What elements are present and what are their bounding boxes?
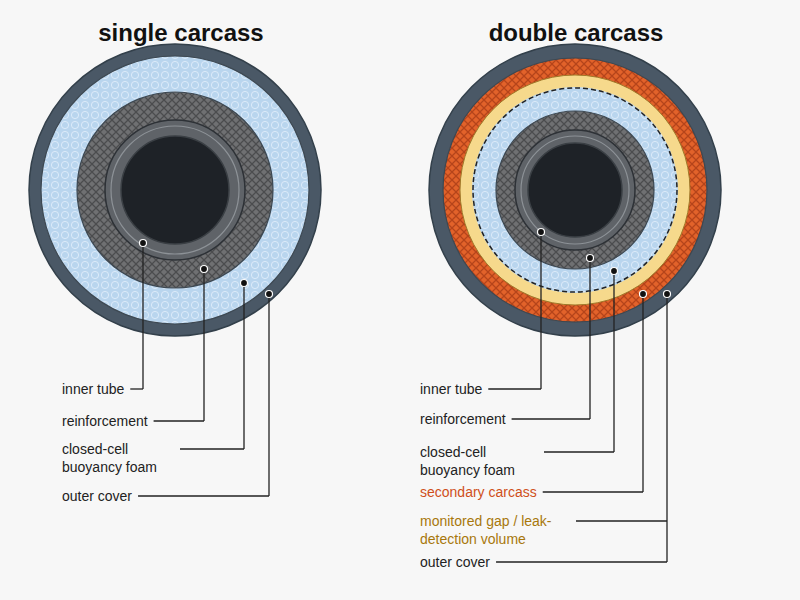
part-label: inner tube: [62, 380, 124, 398]
foam-ring: [472, 87, 678, 293]
outer-cover-ring: [429, 44, 721, 336]
leader-line: [496, 561, 667, 562]
leader-dots: [140, 229, 671, 298]
part-label: secondary carcass: [420, 483, 537, 501]
monitored-gap-ring: [460, 75, 690, 305]
outer-cover-ring: [29, 44, 321, 336]
double-carcass-section: [429, 44, 721, 336]
leader-line: [666, 294, 667, 562]
dashed-boundary: [473, 88, 677, 292]
leader-line: [589, 258, 590, 419]
leader-dot: [664, 291, 671, 298]
leader-line: [576, 520, 667, 521]
leader-line: [488, 388, 541, 389]
single-carcass-section: [29, 44, 321, 336]
foam-ring: [41, 56, 309, 324]
part-label: closed-cell buoyancy foam: [62, 440, 174, 476]
leader-line: [154, 420, 204, 421]
inner-tube-highlight: [111, 126, 239, 254]
leader-dot: [201, 266, 208, 273]
secondary-carcass-ring: [443, 58, 707, 322]
part-label: monitored gap / leak-detection volume: [420, 512, 570, 548]
leader-dot: [587, 255, 594, 262]
inner-tube-ring: [105, 120, 245, 260]
reinforcement-ring: [496, 111, 654, 269]
leader-dot: [266, 291, 273, 298]
section-heading: single carcass: [98, 18, 263, 48]
leader-line: [203, 269, 204, 421]
leader-line: [543, 491, 643, 492]
part-label: closed-cell buoyancy foam: [420, 443, 538, 479]
leader-line: [180, 448, 244, 449]
bore: [121, 136, 229, 244]
part-label: reinforcement: [420, 410, 506, 428]
part-label: outer cover: [420, 553, 490, 571]
leader-line: [642, 294, 643, 492]
reinforcement-ring: [77, 92, 273, 288]
leader-line: [243, 283, 244, 449]
bore: [528, 143, 622, 237]
leader-horizontals: [130, 389, 667, 562]
leader-line: [138, 495, 269, 496]
leader-dot: [241, 280, 248, 287]
part-label: inner tube: [420, 380, 482, 398]
leader-line: [130, 388, 143, 389]
part-label: reinforcement: [62, 412, 148, 430]
leader-line: [540, 232, 541, 389]
leader-line: [512, 418, 590, 419]
section-heading: double carcass: [489, 18, 664, 48]
leader-dot: [140, 240, 147, 247]
leader-dot: [538, 229, 545, 236]
inner-tube-highlight: [521, 136, 629, 244]
leader-lines: [143, 232, 667, 562]
inner-tube-ring: [515, 130, 635, 250]
leader-line: [544, 451, 614, 452]
leader-dot: [611, 268, 618, 275]
part-label: outer cover: [62, 487, 132, 505]
leader-line: [613, 271, 614, 452]
leader-dot: [640, 291, 647, 298]
leader-line: [142, 243, 143, 389]
leader-line: [268, 294, 269, 496]
